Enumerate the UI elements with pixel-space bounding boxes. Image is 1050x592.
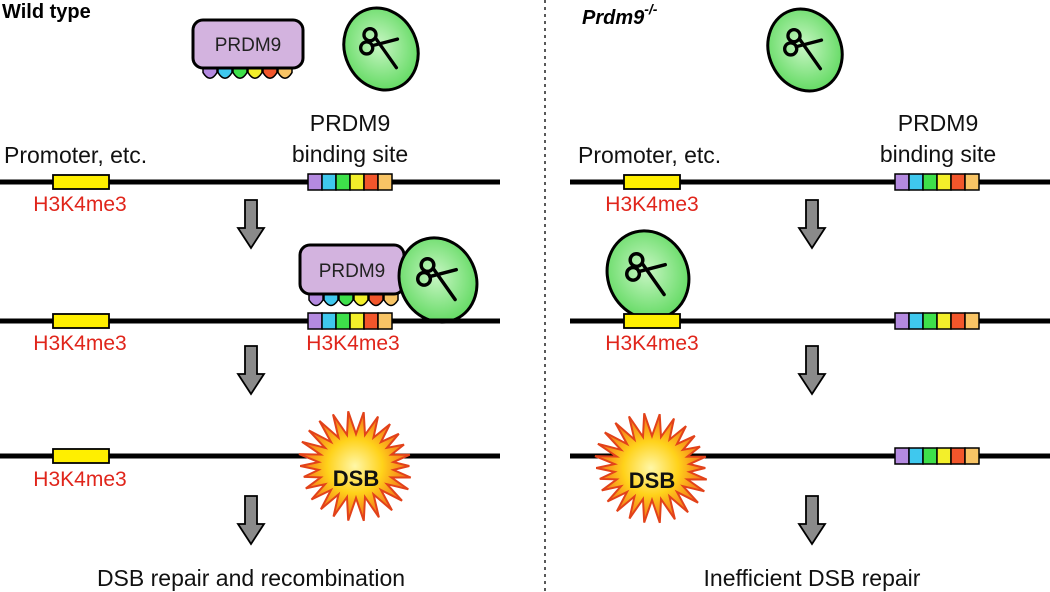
promoter-block <box>623 174 681 190</box>
binding-site-segment <box>894 312 910 330</box>
promoter-block <box>623 313 681 329</box>
knockout-title: Prdm9-/- <box>582 1 658 29</box>
explosion-shape <box>594 412 708 524</box>
binding-site-segment <box>349 312 365 330</box>
down-arrow-icon <box>797 495 827 546</box>
down-arrow-icon <box>236 495 266 546</box>
binding-site-segment <box>377 312 393 330</box>
down-arrow-icon <box>797 345 827 396</box>
promoter-label: Promoter, etc. <box>578 142 721 168</box>
scissors-icon <box>766 7 844 93</box>
binding-site-segment <box>936 173 952 191</box>
h3k4me3-label: H3K4me3 <box>33 468 126 491</box>
binding-site-segment <box>964 173 980 191</box>
binding-site-segment <box>335 312 351 330</box>
binding-site-segment <box>964 312 980 330</box>
down-arrow-shape <box>236 495 266 546</box>
binding-site-segment <box>950 312 966 330</box>
binding-site-block <box>894 173 980 191</box>
binding-site-segment <box>363 173 379 191</box>
zinc-finger-array <box>202 60 293 80</box>
binding-site-segment <box>950 173 966 191</box>
binding-site-block <box>894 447 980 465</box>
binding-site-block <box>307 173 393 191</box>
dna-strand-row3 <box>0 448 500 464</box>
down-arrow-shape <box>797 199 827 250</box>
binding-site-segment <box>321 312 337 330</box>
explosion-icon <box>594 412 708 524</box>
h3k4me3-label: H3K4me3 <box>33 193 126 216</box>
down-arrow-icon <box>236 199 266 250</box>
binding-site-segment <box>922 312 938 330</box>
outcome-label: DSB repair and recombination <box>97 565 405 591</box>
dna-strand-row2 <box>570 312 1050 330</box>
binding-site-segment <box>335 173 351 191</box>
binding-site-segment <box>321 173 337 191</box>
down-arrow-icon <box>797 199 827 250</box>
binding-site-segment <box>908 173 924 191</box>
binding-site-label-line1: PRDM9 <box>898 110 979 136</box>
dna-strand-row2 <box>0 312 500 330</box>
binding-site-segment <box>307 312 323 330</box>
prdm9-label-top: PRDM9 <box>215 35 282 56</box>
dsb-label: DSB <box>629 468 675 493</box>
down-arrow-shape <box>797 495 827 546</box>
binding-site-segment <box>363 312 379 330</box>
binding-site-segment <box>922 447 938 465</box>
explosion-icon <box>298 410 412 522</box>
binding-site-block <box>307 312 393 330</box>
down-arrow-shape <box>236 345 266 396</box>
knockout-title-base: Prdm9 <box>582 7 645 29</box>
binding-site-segment <box>894 447 910 465</box>
binding-site-segment <box>908 312 924 330</box>
down-arrow-shape <box>236 199 266 250</box>
wild-type-title: Wild type <box>2 1 91 23</box>
binding-site-label-line2: binding site <box>292 141 408 167</box>
dna-strand-row1 <box>570 173 1050 191</box>
binding-site-label-line2: binding site <box>880 141 996 167</box>
prdm9-protein-free: PRDM9 <box>191 18 305 80</box>
binding-site-segment <box>307 173 323 191</box>
promoter-label: Promoter, etc. <box>4 142 147 168</box>
wild-type-panel: Wild type PRDM9 Promoter, etc. PRDM9 bin… <box>0 1 500 591</box>
explosion-shape <box>298 410 412 522</box>
down-arrow-shape <box>797 345 827 396</box>
h3k4me3-label: H3K4me3 <box>605 193 698 216</box>
promoter-block <box>52 313 110 329</box>
h3k4me3-label: H3K4me3 <box>306 332 399 355</box>
promoter-block <box>52 174 110 190</box>
binding-site-segment <box>964 447 980 465</box>
binding-site-segment <box>908 447 924 465</box>
promoter-block <box>52 448 110 464</box>
binding-site-segment <box>894 173 910 191</box>
binding-site-segment <box>377 173 393 191</box>
binding-site-segment <box>936 447 952 465</box>
prdm9-label-bound: PRDM9 <box>319 261 386 282</box>
dsb-label: DSB <box>333 466 379 491</box>
binding-site-segment <box>349 173 365 191</box>
knockout-panel: Prdm9-/- Promoter, etc. PRDM9 binding si… <box>570 1 1050 591</box>
binding-site-segment <box>950 447 966 465</box>
knockout-title-superscript: -/- <box>644 1 658 17</box>
binding-site-segment <box>922 173 938 191</box>
dna-strand-row3 <box>570 447 1050 465</box>
outcome-label: Inefficient DSB repair <box>704 565 921 591</box>
h3k4me3-label: H3K4me3 <box>605 332 698 355</box>
prdm9-protein-bound: PRDM9 <box>298 243 406 307</box>
scissors-icon <box>342 6 420 92</box>
binding-site-label-line1: PRDM9 <box>310 110 391 136</box>
down-arrow-icon <box>236 345 266 396</box>
dna-strand-row1 <box>0 173 500 191</box>
binding-site-block <box>894 312 980 330</box>
h3k4me3-label: H3K4me3 <box>33 332 126 355</box>
binding-site-segment <box>936 312 952 330</box>
